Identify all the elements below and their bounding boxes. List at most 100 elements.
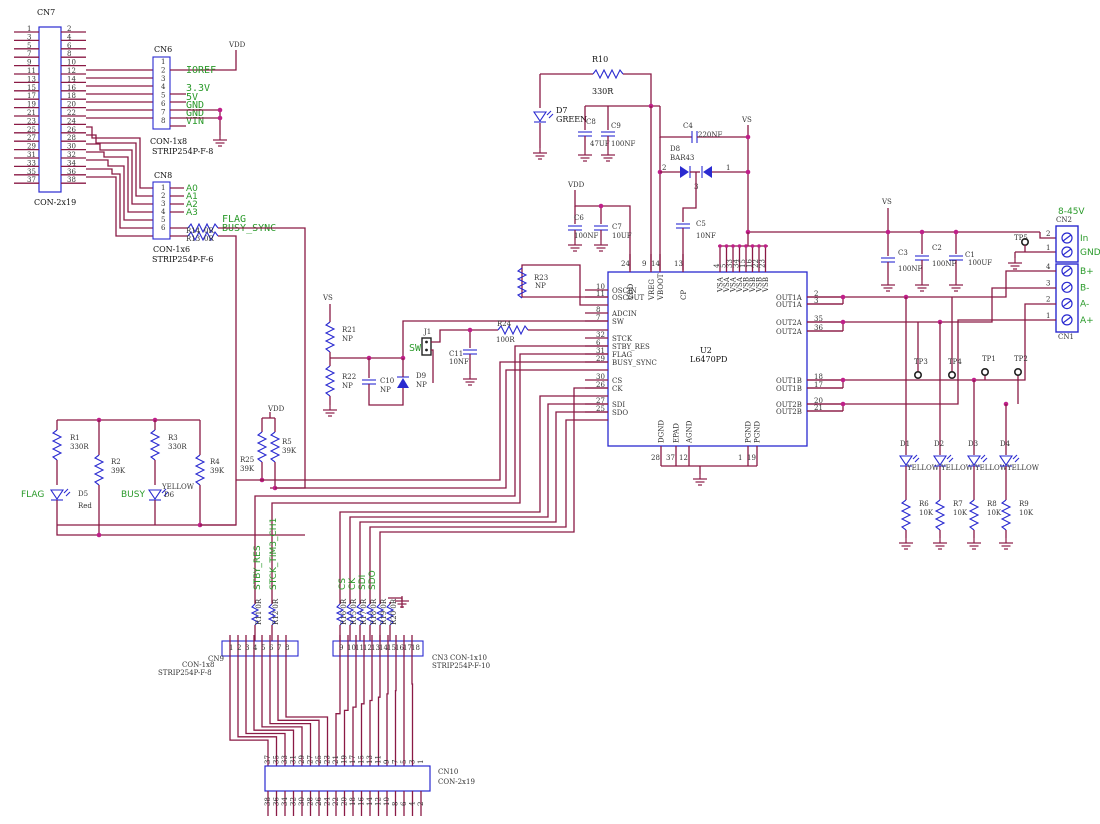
r21-label: R21 xyxy=(342,326,356,334)
junction-dot xyxy=(731,244,735,248)
resistor-value: 10K xyxy=(953,509,968,517)
cn9-ref: CN9 xyxy=(208,655,224,663)
c7-label: C7 xyxy=(612,223,622,231)
resistor-icon xyxy=(969,499,979,531)
cn7-pin-number: 38 xyxy=(67,176,76,184)
cn6-pin-number: 2 xyxy=(161,66,165,74)
ic-left-pin-name: SDO xyxy=(612,409,628,417)
cn7-pin-number: 25 xyxy=(27,126,36,134)
ic-left-pin-name: SW xyxy=(612,318,625,326)
ic-left-pin-number: 26 xyxy=(596,381,605,389)
header-wire xyxy=(360,635,365,766)
ground-icon xyxy=(898,537,914,550)
cn1-pin-number: 1 xyxy=(1046,312,1050,320)
c9-label: C9 xyxy=(611,122,621,130)
ic-bottom-pin-name: EPAD xyxy=(673,423,681,443)
c5-label: C5 xyxy=(696,220,706,228)
cn6-pin-number: 8 xyxy=(161,117,165,125)
resistor-ref: R8 xyxy=(987,500,997,508)
cn7-pin-number: 17 xyxy=(27,92,36,100)
r1-label: R1 xyxy=(70,434,80,442)
cn7-pin-number: 13 xyxy=(27,75,36,83)
cn7-pin-number: 31 xyxy=(27,151,36,159)
cn10-pin-number: 9 xyxy=(383,760,391,764)
junction-dot xyxy=(737,244,742,248)
cn9-part: CON-1x8 xyxy=(182,661,214,669)
junction-dot xyxy=(757,244,761,248)
cn1-ref: CN1 xyxy=(1058,333,1074,341)
ic-vs-pin-number: 5 xyxy=(720,264,728,268)
ic-left-pin-name: OSCIN xyxy=(612,287,637,295)
led-ref: D3 xyxy=(968,440,978,448)
ic-left-pin-name: FLAG xyxy=(612,351,633,359)
cn7-pin-number: 2 xyxy=(67,25,71,33)
cn7-pin-number: 12 xyxy=(67,67,76,75)
ic-right-pin-name: OUT2A xyxy=(776,319,803,327)
cn7-pin-number: 28 xyxy=(67,134,76,142)
cn8-pin-number: 6 xyxy=(161,224,166,232)
cn8-pin-number: 3 xyxy=(161,200,165,208)
d8-pin2: 2 xyxy=(662,164,666,172)
sw-net: SW xyxy=(409,343,422,354)
junction-dot xyxy=(750,244,755,248)
series-resistor-label: R20 0R xyxy=(390,598,398,625)
ic-top-pin-number: 13 xyxy=(674,260,683,268)
cn7-pin-number: 4 xyxy=(67,33,72,41)
c6-value: 100NF xyxy=(574,232,598,240)
ground-icon xyxy=(966,537,982,550)
ic-vs-pin-name: VSB xyxy=(749,277,757,293)
series-resistor-label: R16 0R xyxy=(340,598,348,625)
header-wire xyxy=(369,635,373,766)
cn7-pin-number: 22 xyxy=(67,109,76,117)
ic-right-pin-number: 20 xyxy=(814,397,823,405)
cn7-pin-number: 7 xyxy=(27,50,31,58)
d9-value: NP xyxy=(416,381,427,389)
cn1-pin-number: 3 xyxy=(1046,279,1050,287)
ic-top-pin-number: 14 xyxy=(651,260,660,268)
cn10-pin-number: 33 xyxy=(281,755,289,764)
resistor-ref: R9 xyxy=(1019,500,1029,508)
cn10-pin-number: 21 xyxy=(332,755,340,764)
header-wire xyxy=(377,635,381,766)
ic-right-pin-number: 3 xyxy=(814,297,818,305)
cn8-footprint: STRIP254P-F-6 xyxy=(152,255,213,264)
ground-icon xyxy=(998,537,1014,550)
ic-vs-pin-name: VSA xyxy=(723,276,731,293)
cn7-pin-number: 23 xyxy=(27,117,36,125)
cn7-pin-number: 34 xyxy=(67,159,76,167)
cn6-pin-number: 4 xyxy=(161,83,166,91)
cn7-pin-number: 18 xyxy=(67,92,76,100)
d9-label: D9 xyxy=(416,372,426,380)
cn10-pin-number: 28 xyxy=(307,797,315,806)
ic-left-pin-name: CS xyxy=(612,377,622,385)
r25-value: 39K xyxy=(240,465,255,473)
tp3-label: TP3 xyxy=(914,358,928,366)
r10-value: 330R xyxy=(592,87,614,96)
cn10-pin-number: 37 xyxy=(264,755,272,764)
cn7-pin-number: 27 xyxy=(27,134,36,142)
cn10-pin-number: 19 xyxy=(341,755,349,764)
header-wire xyxy=(253,635,295,766)
vdd-pullup: VDD xyxy=(267,405,285,413)
ic-right-pin-name: OUT1A xyxy=(776,294,803,302)
ic-vs-pin-number: 34 xyxy=(733,259,741,268)
header-pin-number: 15 xyxy=(387,644,396,652)
header-wire xyxy=(229,635,269,766)
ic-vs-pin-number: 4 xyxy=(713,263,721,268)
cn7-pin-number: 11 xyxy=(27,67,36,75)
header-pin-number: 4 xyxy=(253,644,258,652)
d7-label: D7 xyxy=(556,106,568,115)
ic-left-pin-number: 27 xyxy=(596,397,605,405)
cn7-pin-number: 8 xyxy=(67,50,71,58)
resistor-icon xyxy=(345,603,355,626)
cn7-pin-number: 9 xyxy=(27,59,31,67)
r3-label: R3 xyxy=(168,434,178,442)
junction-dot xyxy=(744,244,748,248)
ic-left-pin-number: 29 xyxy=(596,355,605,363)
r24-label: R24 xyxy=(497,320,512,328)
cn6-pin-number: 7 xyxy=(161,108,165,116)
ic-vs-pin-number: 23 xyxy=(759,259,767,268)
cn7-pin-number: 37 xyxy=(27,176,36,184)
